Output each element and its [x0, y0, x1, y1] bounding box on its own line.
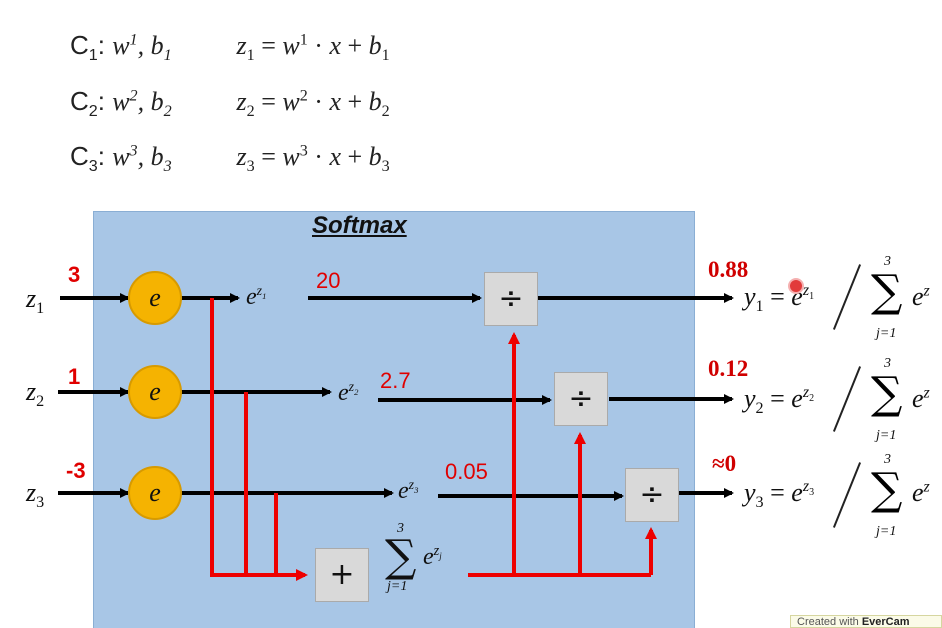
- exp-label-1: ez1: [246, 284, 267, 310]
- sum-term-y1: ez: [912, 282, 930, 311]
- output-y3: y3 = ez3: [744, 478, 815, 512]
- red-branch-1: [210, 298, 308, 581]
- pointer-dot: [788, 278, 804, 294]
- divide-box-3: ÷: [625, 468, 679, 522]
- input-z1-value: 3: [68, 262, 81, 287]
- divide-box-1: ÷: [484, 272, 538, 326]
- sum-term-y3: ez: [912, 478, 930, 507]
- class-3-linear: z3 = w3 · x + b3: [236, 142, 390, 176]
- input-z3-value: -3: [66, 458, 86, 483]
- exp-value-3: 0.05: [445, 459, 488, 484]
- output-y2: y2 = ez2: [744, 384, 815, 418]
- class-2-params: C2: w2, b2: [70, 86, 172, 121]
- sum-sigma-y3: ∑: [871, 464, 903, 515]
- sum-sigma-y2: ∑: [871, 368, 903, 419]
- divide-box-2: ÷: [554, 372, 608, 426]
- class-2-linear: z2 = w2 · x + b2: [236, 87, 390, 121]
- class-3-equation: C3: w3, b3 z3 = w3 · x + b3: [70, 141, 390, 176]
- exp-node-1: e: [128, 271, 182, 325]
- exp-node-2: e: [128, 365, 182, 419]
- output-y1: y1 = ez1: [744, 282, 815, 316]
- input-z2: z2: [26, 377, 45, 411]
- input-z1: z1: [26, 284, 45, 318]
- watermark: Created with EverCam: [790, 615, 942, 628]
- prob-y3: ≈0: [712, 451, 737, 476]
- class-1-linear: z1 = w1 · x + b1: [236, 31, 390, 65]
- sum-upper-y1: 3: [884, 254, 891, 269]
- exp-value-2: 2.7: [380, 368, 411, 393]
- sum-sigma-y1: ∑: [871, 266, 903, 317]
- input-z2-value: 1: [68, 364, 81, 389]
- sum-term-y2: ez: [912, 384, 930, 413]
- class-1-params: C1: w1, b1: [70, 30, 172, 65]
- sum-lower-y2: j=1: [876, 428, 897, 443]
- prob-y2: 0.12: [708, 356, 749, 381]
- exp-node-3: e: [128, 466, 182, 520]
- prob-y1: 0.88: [708, 257, 749, 282]
- sum-lower-y1: j=1: [876, 326, 897, 341]
- softmax-title: Softmax: [312, 212, 407, 239]
- class-3-params: C3: w3, b3: [70, 141, 172, 176]
- exp-label-3: ez3: [398, 478, 419, 504]
- sum-upper-y2: 3: [884, 356, 891, 371]
- exp-label-2: ez2: [338, 380, 359, 406]
- exp-value-1: 20: [316, 268, 341, 293]
- class-2-equation: C2: w2, b2 z2 = w2 · x + b2: [70, 86, 390, 121]
- sum-box: +: [315, 548, 369, 602]
- input-z3: z3: [26, 478, 45, 512]
- class-1-equation: C1: w1, b1 z1 = w1 · x + b1: [70, 30, 390, 65]
- sum-upper-y3: 3: [884, 452, 891, 467]
- sum-lower-y3: j=1: [876, 524, 897, 539]
